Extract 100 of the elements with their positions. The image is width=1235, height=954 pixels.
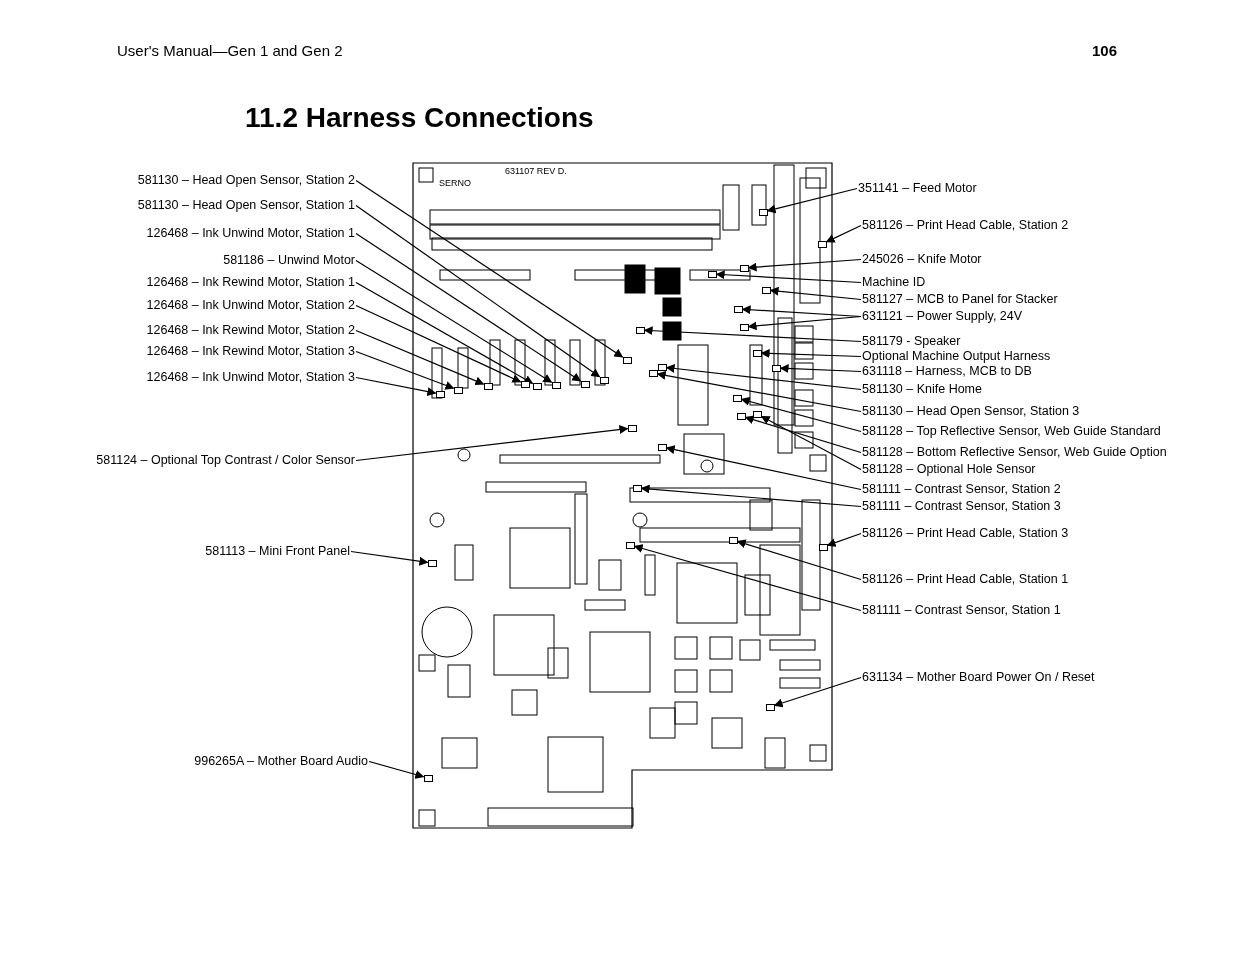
harness-connector — [736, 412, 746, 420]
callout-label: 581113 – Mini Front Panel — [205, 544, 350, 559]
callout-label: 996265A – Mother Board Audio — [194, 754, 368, 769]
leader-line — [760, 415, 862, 471]
harness-connector — [622, 356, 632, 364]
board-marking: SERNO — [439, 178, 471, 188]
harness-connector — [520, 380, 530, 388]
leader-line — [640, 484, 862, 508]
callout-label: Optional Machine Output Harness — [862, 349, 1051, 364]
harness-connector — [733, 305, 743, 313]
callout-label: 581111 – Contrast Sensor, Station 3 — [862, 499, 1061, 514]
leader-line — [825, 224, 862, 243]
callout-label: Machine ID — [862, 275, 926, 290]
page-number: 106 — [1092, 42, 1118, 60]
callout-label: 581128 – Optional Hole Sensor — [862, 462, 1036, 477]
harness-connector — [648, 369, 658, 377]
harness-connector — [635, 326, 645, 334]
callout-label: 581130 – Head Open Sensor, Station 3 — [862, 404, 1080, 419]
callout-label: 581128 – Top Reflective Sensor, Web Guide Standard — [862, 424, 1161, 439]
callout-label: 126468 – Ink Rewind Motor, Station 1 — [146, 275, 355, 290]
callout-label: 581130 – Knife Home — [862, 382, 982, 397]
harness-connector — [657, 443, 667, 451]
harness-connector — [732, 394, 742, 402]
harness-connector — [739, 323, 749, 331]
page-title: 11.2 Harness Connections — [245, 102, 594, 134]
callout-label: 581126 – Print Head Cable, Station 3 — [862, 526, 1069, 541]
leader-line — [760, 348, 862, 358]
leader-line — [665, 363, 862, 391]
leader-line — [773, 676, 862, 708]
leader-line — [747, 315, 862, 331]
leader-line — [355, 376, 437, 396]
leader-line — [355, 232, 582, 382]
callout-label: 126468 – Ink Rewind Motor, Station 2 — [146, 323, 355, 338]
callout-label: 631134 – Mother Board Power On / Reset — [862, 670, 1095, 685]
leader-line — [355, 281, 534, 385]
leader-line — [747, 258, 862, 272]
harness-connector — [625, 541, 635, 549]
leader-line — [766, 187, 858, 214]
harness-connector — [707, 270, 717, 278]
harness-connector — [551, 381, 561, 389]
callout-label: 351141 – Feed Motor — [858, 181, 977, 196]
harness-connector — [423, 774, 433, 782]
leader-line — [744, 415, 862, 454]
callout-label: 581128 – Bottom Reflective Sensor, Web Guide Option — [862, 445, 1167, 460]
harness-connector — [728, 536, 738, 544]
harness-connector — [758, 208, 768, 216]
callout-label: 581126 – Print Head Cable, Station 2 — [862, 218, 1069, 233]
callout-label: 631121 – Power Supply, 24V — [862, 309, 1023, 324]
callout-label: 581126 – Print Head Cable, Station 1 — [862, 572, 1069, 587]
leader-line — [643, 326, 862, 343]
leader-line — [633, 544, 862, 612]
leader-line — [350, 550, 429, 566]
callout-label: 581124 – Optional Top Contrast / Color Sensor — [96, 453, 355, 468]
leader-line — [355, 179, 624, 358]
leader-line — [740, 397, 862, 433]
leader-line — [355, 329, 485, 386]
leader-line — [779, 364, 862, 373]
callout-label: 126468 – Ink Unwind Motor, Station 3 — [146, 370, 355, 385]
harness-connector — [818, 543, 828, 551]
leader-line — [355, 304, 522, 383]
leader-line — [665, 445, 862, 491]
page-header: User's Manual—Gen 1 and Gen 2 — [117, 42, 343, 60]
callout-label: 581130 – Head Open Sensor, Station 1 — [137, 198, 355, 213]
callout-label: 126468 – Ink Unwind Motor, Station 1 — [146, 226, 355, 241]
callout-label: 581179 - Speaker — [862, 334, 961, 349]
harness-connector — [627, 424, 637, 432]
harness-connector — [435, 390, 445, 398]
board-marking: 631107 REV D. — [505, 166, 567, 176]
callout-label: 581111 – Contrast Sensor, Station 2 — [862, 482, 1061, 497]
harness-connector — [739, 264, 749, 272]
harness-connector — [532, 382, 542, 390]
harness-connector — [752, 349, 762, 357]
harness-connector — [765, 703, 775, 711]
harness-connector — [657, 363, 667, 371]
harness-connector — [632, 484, 642, 492]
harness-connector — [817, 240, 827, 248]
callout-label: 581127 – MCB to Panel for Stacker — [862, 292, 1058, 307]
callout-label: 245026 – Knife Motor — [862, 252, 982, 267]
leader-line — [656, 370, 862, 413]
leader-line — [355, 350, 455, 390]
leader-line — [355, 259, 553, 383]
harness-connector — [453, 386, 463, 394]
harness-connector — [761, 286, 771, 294]
leader-line — [368, 760, 425, 779]
harness-connector — [599, 376, 609, 384]
harness-connector — [427, 559, 437, 567]
leader-line — [355, 425, 629, 462]
harness-connector — [580, 380, 590, 388]
leader-line — [826, 532, 862, 547]
leader-line — [355, 204, 601, 378]
callout-label: 126468 – Ink Rewind Motor, Station 3 — [146, 344, 355, 359]
callout-label: 581111 – Contrast Sensor, Station 1 — [862, 603, 1061, 618]
leader-line — [736, 539, 862, 581]
leader-line — [715, 270, 862, 284]
harness-connector — [771, 364, 781, 372]
harness-connector — [752, 410, 762, 418]
callout-label: 631118 – Harness, MCB to DB — [862, 364, 1032, 379]
callout-label: 581186 – Unwind Motor — [223, 253, 355, 268]
leader-line — [769, 286, 862, 301]
callout-label: 581130 – Head Open Sensor, Station 2 — [137, 173, 355, 188]
